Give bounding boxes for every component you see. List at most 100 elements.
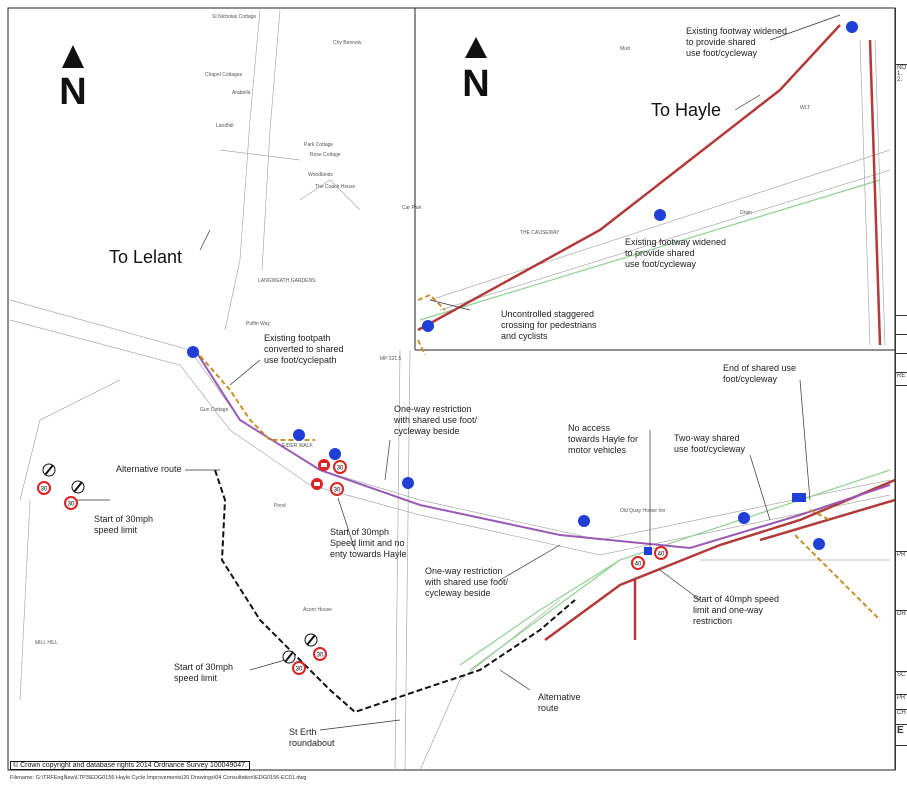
no-entry-sign — [318, 459, 330, 471]
place-label: Chy Bennow — [333, 40, 362, 46]
annotation-no-access: No access towards Hayle for motor vehicl… — [568, 423, 639, 455]
copyright-notice: © Crown copyright and database rights 20… — [10, 761, 250, 770]
speed-sign-30: 30 — [37, 481, 51, 495]
svg-text:30: 30 — [296, 667, 303, 673]
svg-text:N: N — [462, 63, 489, 105]
annotation-one-way-bottom: One-way restriction with shared use foot… — [425, 566, 509, 598]
svg-text:40: 40 — [658, 552, 665, 558]
marker[interactable] — [846, 21, 858, 33]
annotation-alternative-route-left: Alternative route — [116, 464, 182, 474]
svg-text:30: 30 — [334, 488, 341, 494]
place-label: Drain — [740, 210, 752, 216]
svg-text:30: 30 — [41, 487, 48, 493]
place-label: Park Cottage — [304, 142, 334, 148]
speed-sign-40: 40 — [654, 546, 668, 560]
place-label: Acorn House — [303, 607, 332, 613]
svg-text:40: 40 — [635, 562, 642, 568]
no-entry-sign — [311, 478, 323, 490]
leader-lines — [75, 14, 841, 731]
derestriction-sign — [71, 480, 85, 494]
derestriction-sign — [42, 463, 56, 477]
annotation-two-way-shared: Two-way shared use foot/cycleway — [674, 433, 746, 454]
dr-field: DR — [896, 611, 907, 672]
derestriction-sign — [282, 650, 296, 664]
one-way-sign — [644, 547, 652, 555]
annotation-footway-widened-mid: Existing footway widened to provide shar… — [625, 237, 727, 269]
cycle-route-sign — [792, 493, 806, 502]
rev-field: RE — [896, 373, 907, 386]
speed-sign-30: 30 — [333, 460, 347, 474]
svg-text:30: 30 — [317, 653, 324, 659]
speed-sign-30: 30 — [330, 482, 344, 496]
speed-sign-30: 30 — [64, 496, 78, 510]
place-label: Car Park — [402, 205, 422, 211]
note-item: 1. — [897, 71, 903, 77]
speed-sign-30: 30 — [313, 647, 327, 661]
place-label: The Coach House — [315, 184, 356, 190]
place-label: Woodlands — [308, 172, 333, 178]
shared-footpath — [194, 293, 881, 621]
place-label: Arabella — [232, 90, 251, 96]
place-label: Rose Cottage — [310, 152, 341, 158]
notes-heading: NO — [897, 65, 906, 71]
to-hayle-label: To Hayle — [651, 100, 722, 120]
annotation-alternative-route-bottom: Alternative route — [538, 692, 581, 713]
main-road — [417, 24, 896, 642]
marker[interactable] — [654, 209, 666, 221]
derestriction-sign — [304, 633, 318, 647]
annotation-footway-widened-top: Existing footway widened to provide shar… — [686, 26, 788, 58]
cycleway-green — [419, 179, 891, 671]
place-label: WLT — [800, 105, 811, 111]
place-label: Landfall — [216, 123, 234, 129]
marker[interactable] — [402, 477, 414, 489]
annotation-uncontrolled-crossing: Uncontrolled staggered crossing for pede… — [501, 309, 597, 341]
place-label: MP 321.5 — [380, 356, 402, 362]
marker[interactable] — [329, 448, 341, 460]
annotation-start-30-no-entry: Start of 30mph Speed limit and no enty t… — [330, 527, 407, 559]
marker[interactable] — [738, 512, 750, 524]
svg-text:30: 30 — [337, 466, 344, 472]
place-label: Old Quay House Inn — [620, 508, 666, 514]
drawing-number: E — [896, 725, 907, 746]
place-label: Chapel Cottages — [205, 72, 243, 78]
pr-field: PR — [896, 552, 907, 611]
place-label: MILL HILL — [35, 640, 58, 646]
marker[interactable] — [187, 346, 199, 358]
north-arrow-right: N — [462, 37, 490, 105]
marker[interactable] — [293, 429, 305, 441]
place-label: Pond — [274, 503, 286, 509]
annotation-end-shared-use: End of shared use foot/cycleway — [723, 363, 797, 384]
svg-text:N: N — [59, 71, 86, 113]
sc-field: SC — [896, 672, 907, 695]
speed-sign-30: 30 — [292, 661, 306, 675]
place-label: Mud — [620, 46, 630, 52]
place-label: LANGWEATH GARDENS — [258, 278, 316, 284]
marker[interactable] — [578, 515, 590, 527]
place-label: Gun Cottage — [200, 407, 229, 413]
cycle-route — [194, 349, 891, 550]
annotation-start-40: Start of 40mph speed limit and one-way r… — [693, 594, 780, 626]
place-label: EIDER WALK — [282, 443, 313, 449]
location-markers — [187, 21, 858, 550]
to-lelant-label: To Lelant — [109, 247, 183, 267]
marker[interactable] — [813, 538, 825, 550]
annotation-start-30-left: Start of 30mph speed limit — [94, 514, 154, 535]
alternative-route — [214, 469, 576, 714]
pr2-field: PR — [896, 695, 907, 710]
annotation-st-erth-roundabout: St Erth roundabout — [289, 727, 335, 748]
annotation-footpath-converted: Existing footpath converted to shared us… — [264, 333, 344, 365]
annotation-one-way-top: One-way restriction with shared use foot… — [394, 404, 478, 436]
note-item: 2. — [897, 77, 903, 83]
place-label: Puffin Way — [246, 321, 270, 327]
place-label: THE CAUSEWAY — [520, 230, 560, 236]
marker[interactable] — [422, 320, 434, 332]
traffic-signs: 30 30 30 30 30 30 40 40 — [37, 459, 806, 675]
filename: Filename: G:\TRFEngNew\LTP3\EDG0156 Hayl… — [10, 775, 307, 781]
ch-field: CH — [896, 710, 907, 725]
place-label: St Nicholas Cottage — [212, 14, 257, 20]
annotation-start-30-bottom: Start of 30mph speed limit — [174, 662, 234, 683]
speed-sign-40: 40 — [631, 556, 645, 570]
north-arrow-left: N — [59, 45, 87, 113]
